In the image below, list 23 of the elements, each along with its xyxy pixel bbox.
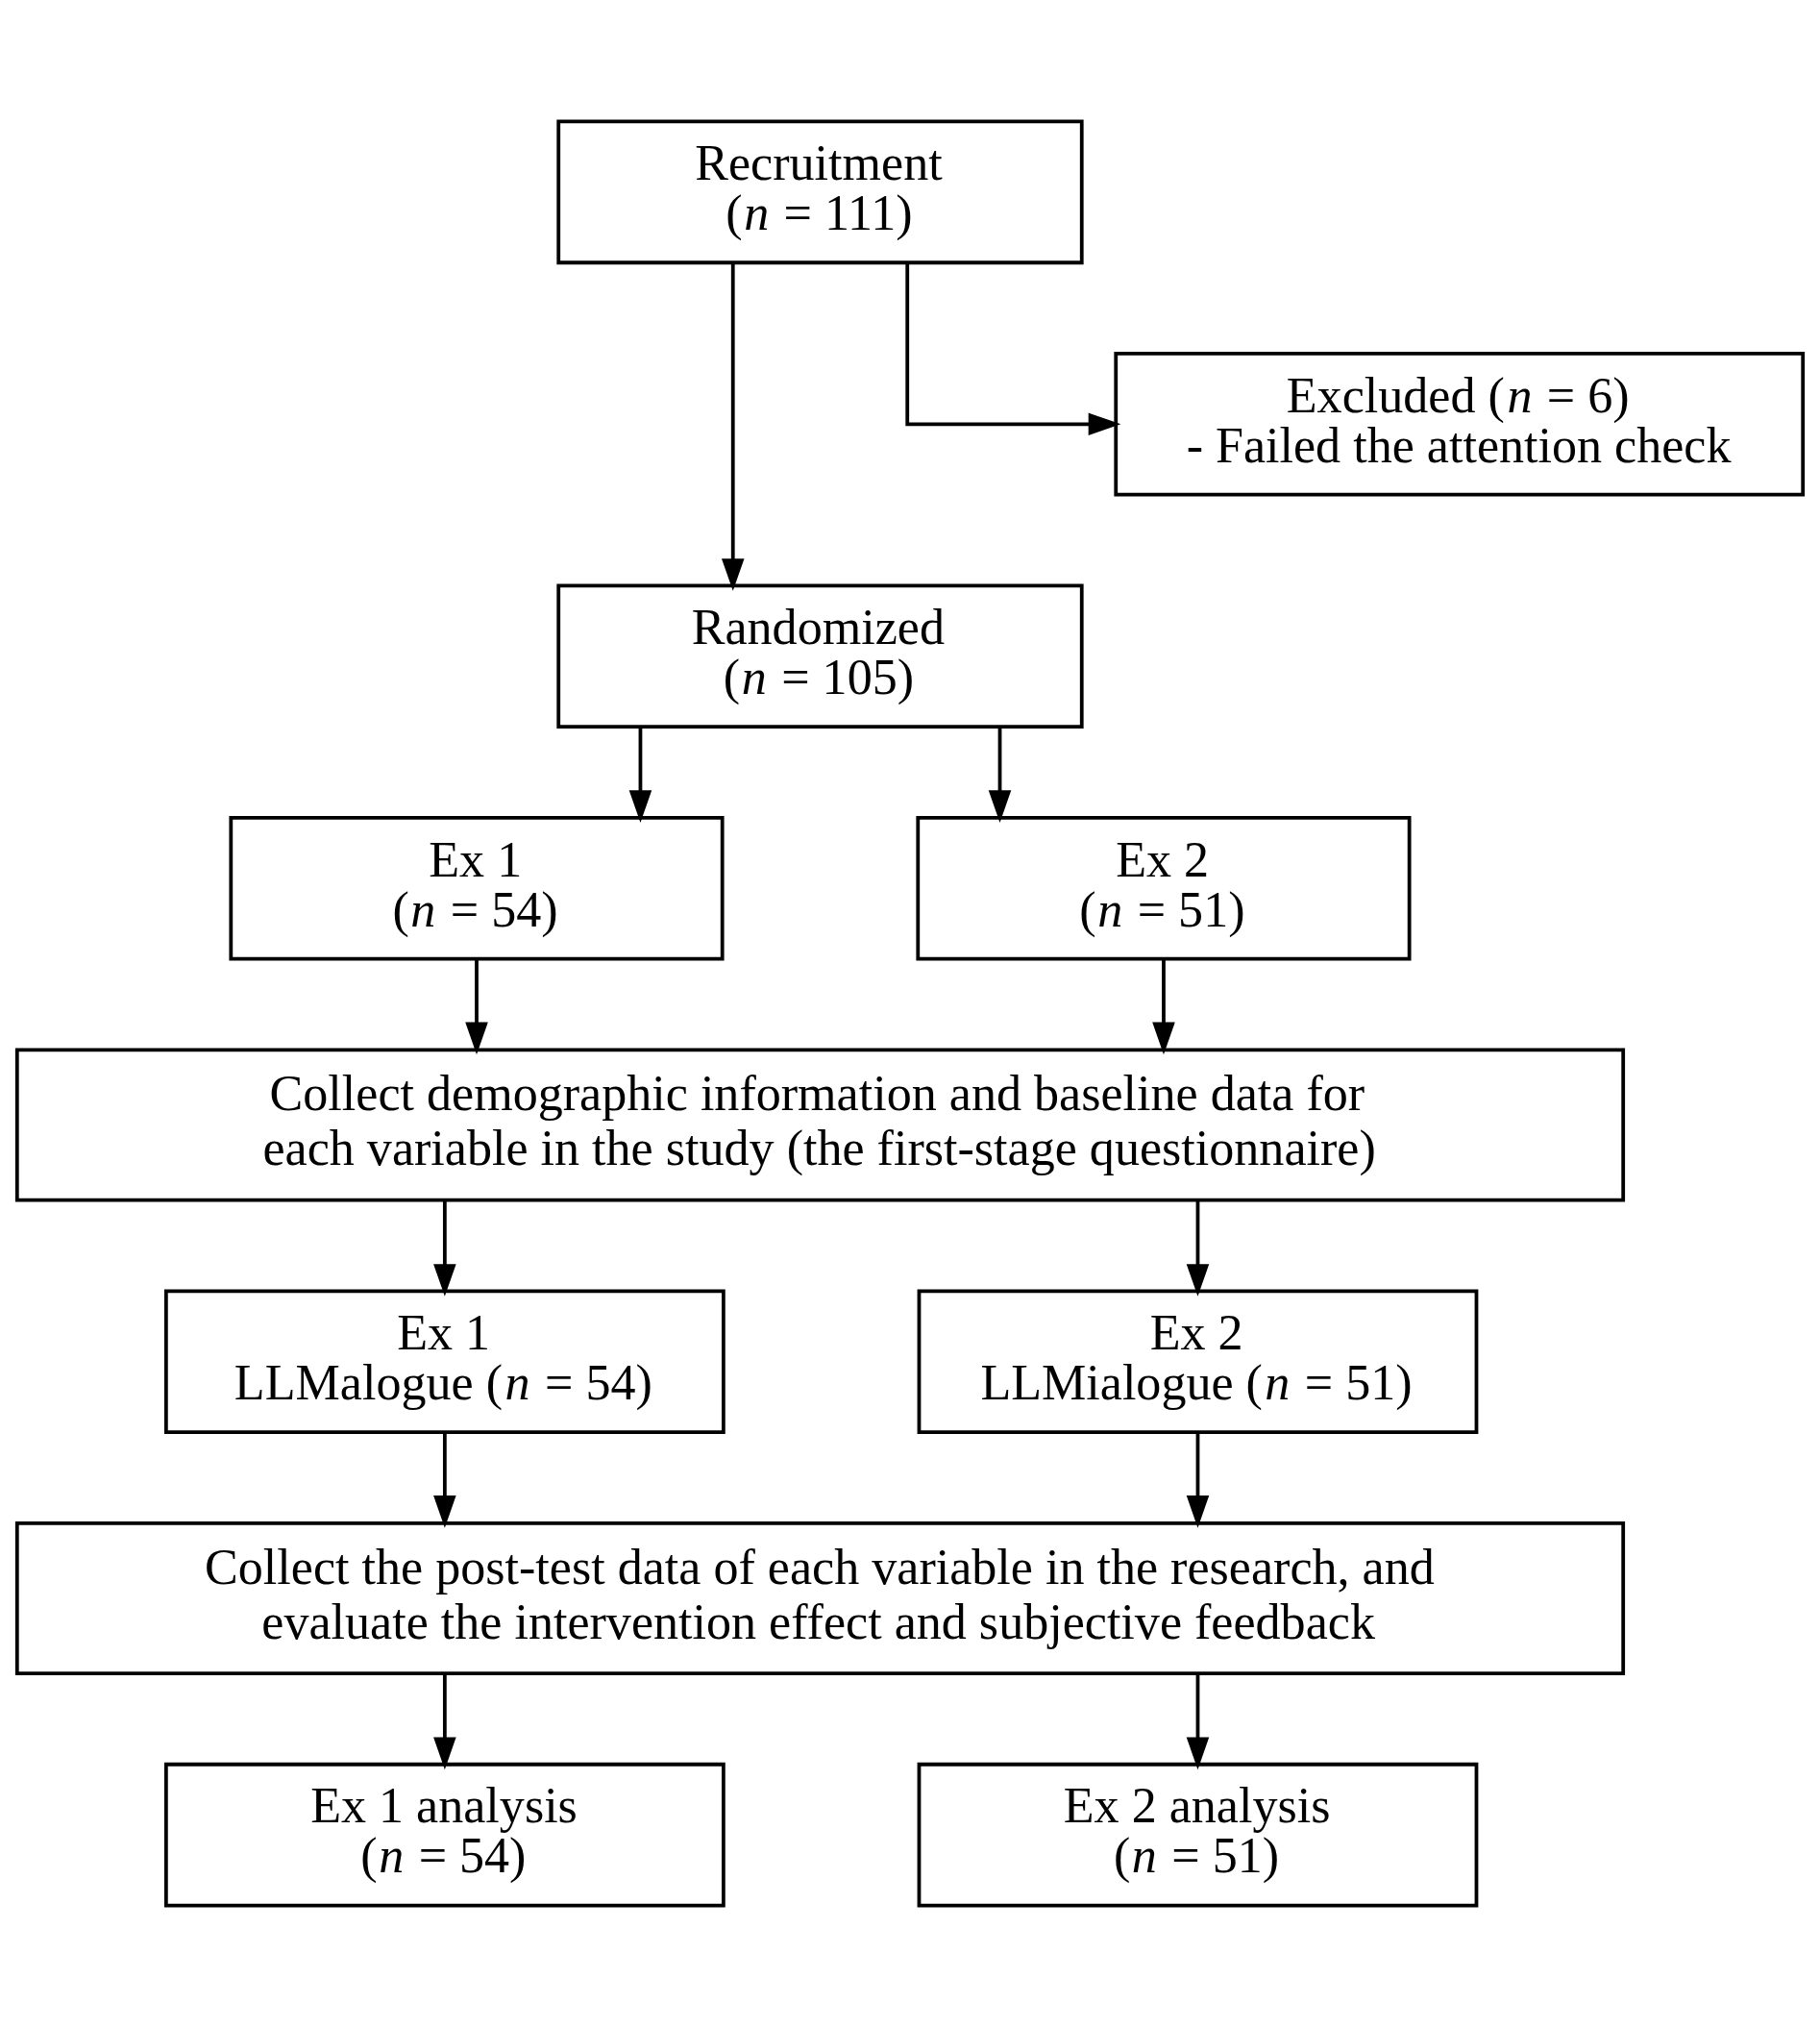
arrow: [433, 1432, 456, 1528]
arrow: [433, 1673, 456, 1770]
node-box: Ex 2 analysis (n = 51): [917, 1762, 1479, 1908]
node-box: Excluded (n = 6) - Failed the attention check: [1114, 352, 1806, 497]
arrow: [465, 959, 488, 1055]
arrow: [1186, 1673, 1210, 1770]
node-box: Collect the post-test data of each variable in the research, and evaluate the intervention effect and subjective feedback: [14, 1520, 1626, 1675]
node-box: Ex 1 LLMalogue (n = 54): [163, 1289, 726, 1434]
node-box: Ex 1 analysis (n = 54): [163, 1762, 726, 1908]
node-box: Randomized (n = 105): [556, 583, 1084, 729]
arrow: [721, 263, 745, 591]
arrow: [1186, 1432, 1210, 1528]
arrow: [628, 727, 652, 823]
node-box: Ex 2 LLMialogue (n = 51): [917, 1289, 1479, 1434]
arrow: [1152, 959, 1175, 1055]
node-box: Recruitment (n = 111): [556, 119, 1084, 265]
node-box: Ex 2 (n = 51): [916, 816, 1412, 961]
node-box: Collect demographic information and baseline data for each variable in the study (the first-stage questionnaire): [14, 1048, 1626, 1202]
arrow: [433, 1200, 456, 1297]
arrow: [988, 727, 1012, 823]
arrow: [905, 262, 1121, 436]
node-box: Ex 1 (n = 54): [229, 816, 725, 961]
arrow: [1186, 1200, 1210, 1297]
